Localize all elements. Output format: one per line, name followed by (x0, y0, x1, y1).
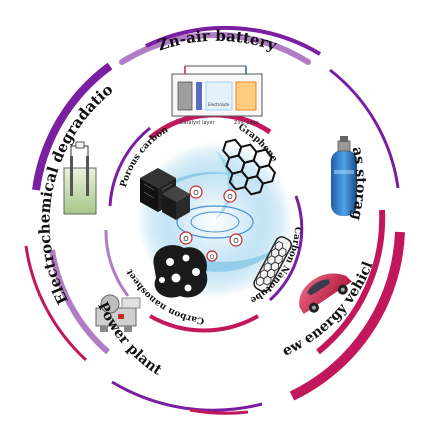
oxygen-atom-3: O (179, 231, 193, 245)
electrochemical-cell-illustration (63, 141, 97, 215)
svg-text:Electrolyte: Electrolyte (208, 102, 230, 107)
oxygen-atom-5: O (206, 250, 218, 262)
svg-text:O: O (227, 193, 233, 201)
porous-carbon-illustration (140, 168, 190, 220)
svg-text:O: O (193, 189, 199, 197)
svg-text:O: O (210, 254, 215, 261)
inner-ring (104, 112, 304, 333)
svg-text:O: O (183, 235, 189, 243)
power-plant-illustration (95, 294, 141, 332)
svg-text:O: O (233, 237, 239, 245)
oxygen-atom-2: O (223, 189, 237, 203)
graphene-illustration (222, 138, 277, 196)
label-electrochemical-degradation: Electrochemical degradation (0, 0, 116, 307)
oxygen-atom-4: O (229, 233, 243, 247)
oxygen-atom-1: O (189, 185, 203, 199)
carbon-nanotube-illustration (253, 236, 292, 293)
svg-text:Zinc plate: Zinc plate (234, 120, 259, 126)
svg-text:Catalyst layer: Catalyst layer (180, 120, 216, 126)
zn-air-battery-illustration: Catalyst layer Zinc plate Electrolyte (171, 65, 263, 126)
oxygen-atoms: O O O O O (179, 185, 243, 262)
carbon-nanosheet-illustration (153, 245, 208, 298)
gas-cylinder-illustration (331, 136, 357, 216)
outer-ring (24, 25, 405, 415)
electric-car-illustration (299, 273, 352, 315)
